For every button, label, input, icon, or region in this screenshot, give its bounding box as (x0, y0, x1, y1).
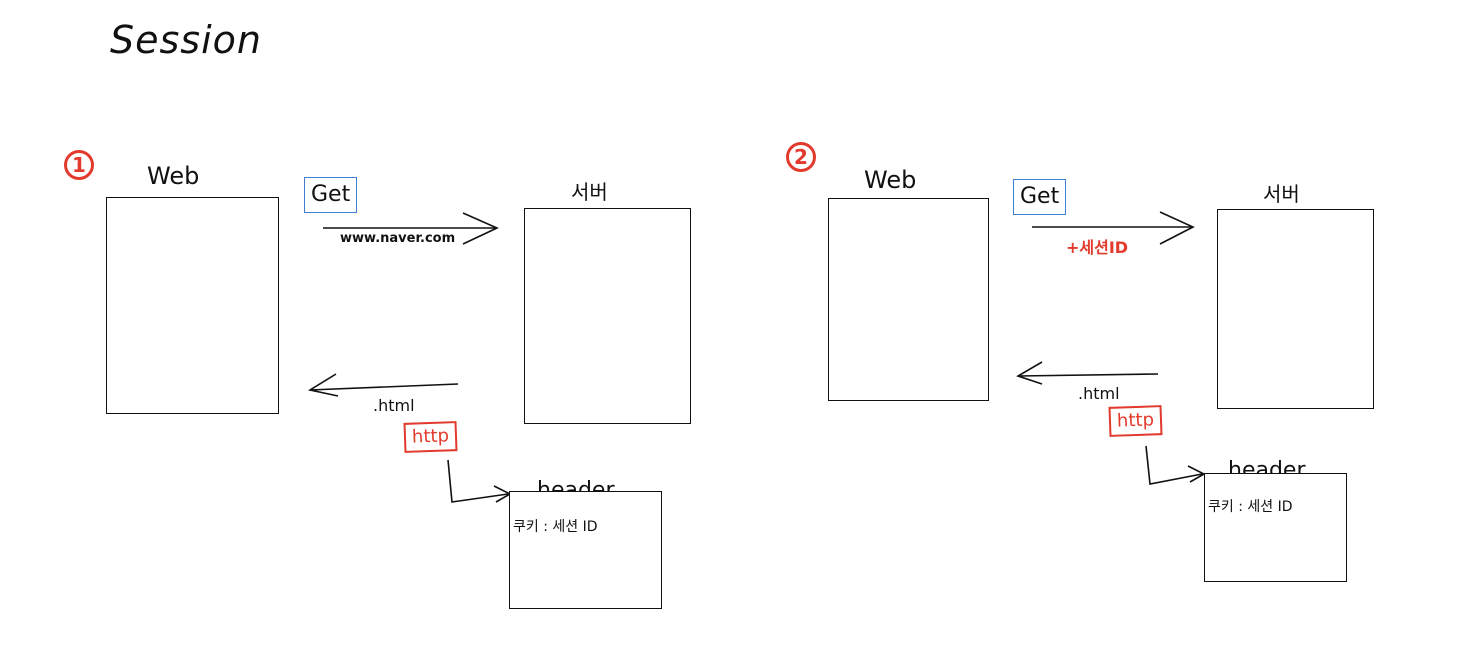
p2-http-box: http (1108, 405, 1163, 437)
p2-response-arrow-shaft (1017, 373, 1159, 377)
p1-request-arrow-head (462, 212, 499, 245)
step-1-badge: 1 (64, 150, 94, 180)
page-title: Session (110, 18, 262, 62)
p1-server-box (524, 208, 691, 424)
p2-server-label: 서버 (1263, 182, 1300, 206)
p2-get-box: Get (1013, 179, 1067, 215)
step-2-badge: 2 (786, 142, 816, 172)
p2-header-connector (1145, 445, 1203, 485)
p2-response-label: .html (1078, 384, 1120, 403)
p1-header-connector-head (493, 485, 512, 503)
p2-request-label: +세션ID (1066, 238, 1129, 257)
p1-response-arrow-head (307, 373, 339, 397)
p1-web-box (106, 197, 279, 414)
p2-web-box (828, 198, 989, 401)
p1-request-label: www.naver.com (340, 231, 456, 246)
p1-header-box: 쿠키 : 세션 ID (509, 491, 662, 609)
p2-server-box (1217, 209, 1374, 409)
p1-header-connector (447, 459, 509, 503)
p1-web-label: Web (147, 162, 200, 190)
p1-response-label: .html (373, 396, 415, 415)
p2-response-arrow-head (1016, 361, 1043, 385)
p1-response-arrow-shaft (309, 383, 459, 391)
p2-web-label: Web (864, 166, 917, 194)
p2-request-arrow-head (1159, 211, 1195, 245)
p1-get-box: Get (304, 177, 358, 213)
p1-server-label: 서버 (571, 180, 608, 204)
p2-header-content: 쿠키 : 세션 ID (1208, 499, 1293, 515)
p2-header-box: 쿠키 : 세션 ID (1204, 473, 1347, 582)
p1-header-content: 쿠키 : 세션 ID (513, 519, 598, 535)
p2-header-connector-head (1187, 465, 1206, 483)
p1-http-box: http (403, 421, 458, 453)
